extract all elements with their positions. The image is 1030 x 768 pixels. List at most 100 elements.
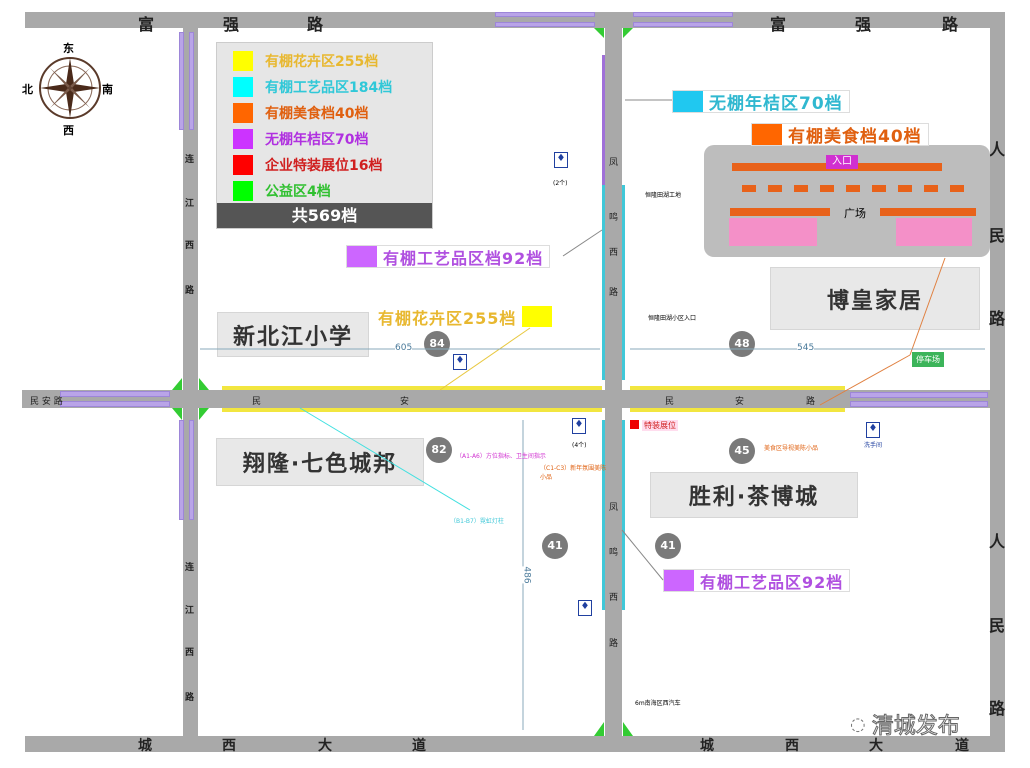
note-c: （C1-C3）新年氛围美陈小品 (540, 465, 607, 481)
parking-sign: 停车场 (912, 352, 944, 367)
legend-label: 公益区4档 (265, 184, 331, 200)
legend-item: 有棚花卉区255档 (233, 51, 378, 71)
compass-east: 东 (63, 42, 74, 55)
note-food-guide: 美食区导视美陈小品 (764, 445, 819, 452)
note-site: 恒隆田湖工地 (645, 192, 682, 199)
green-corner (594, 28, 604, 38)
road-label: 连 (185, 155, 195, 165)
road-label: 西 (222, 738, 236, 754)
pink-area (896, 218, 972, 246)
watermark: ◌ 清城发布 (850, 708, 960, 740)
building-xianglong: 翔隆·七色城邦 (216, 438, 424, 486)
road-label: 江 (185, 199, 195, 209)
stall-strip-west (60, 401, 170, 407)
road-label: 鸣 (609, 213, 619, 223)
toilet-label: 洗手间 (864, 442, 883, 449)
stall-strip (622, 185, 625, 380)
count-circle: 84 (424, 331, 450, 357)
road-label: 人 (989, 140, 1006, 159)
compass-south: 南 (102, 83, 113, 96)
road-label: 路 (942, 15, 959, 34)
road-label: 民 (989, 226, 1006, 245)
road-label: 富 (138, 15, 155, 34)
stall-strip-top (495, 22, 595, 27)
compass-rose-icon (39, 57, 101, 119)
tag-orange-zone: 无棚年桔区70档 (672, 90, 850, 114)
road-label: 凤 (609, 158, 619, 168)
green-corner (623, 722, 633, 736)
road-label: 城 (138, 738, 152, 754)
stall-strip (602, 420, 605, 610)
green-corner (172, 378, 182, 390)
tag-swatch (664, 570, 694, 591)
legend-swatch (233, 51, 253, 71)
green-corner (594, 722, 604, 736)
stall-strip (630, 386, 845, 390)
road-label: 江 (185, 606, 195, 616)
toilet-icon: ♦ (578, 600, 592, 616)
legend-label: 有棚花卉区255档 (265, 54, 379, 70)
count-circle: 45 (729, 438, 755, 464)
food-stalls-row (730, 208, 830, 216)
road-label: 凤 (609, 503, 619, 513)
wechat-icon: ◌ (850, 713, 866, 735)
tag-swatch (673, 91, 703, 112)
stall-strip-top (633, 12, 733, 17)
legend-label: 企业特装展位16档 (265, 158, 383, 174)
note-entrance: 恒隆田湖小区入口 (648, 315, 697, 322)
stall-strip (622, 420, 625, 610)
road-label: 路 (989, 699, 1006, 718)
legend-swatch (233, 103, 253, 123)
tag-craft-south: 有棚工艺品区92档 (663, 569, 851, 592)
road-label: 民 安 路 (30, 397, 63, 407)
legend-swatch (233, 129, 253, 149)
green-corner (199, 378, 209, 390)
road-label: 强 (223, 15, 240, 34)
road-label: 西 (185, 241, 195, 251)
stall-strip-left (179, 32, 184, 130)
note-b: （B1-B7）霓虹灯柱 (450, 518, 504, 525)
road-chengxi (25, 736, 1005, 752)
green-corner (623, 28, 633, 38)
road-label: 路 (185, 286, 195, 296)
road-label: 路 (185, 693, 195, 703)
road-minan (198, 390, 990, 408)
road-label: 民 (665, 397, 675, 407)
road-fengming (605, 12, 622, 736)
count-circle: 41 (655, 533, 681, 559)
building-shengli: 胜利·茶博城 (650, 472, 858, 518)
road-label: 西 (609, 593, 619, 603)
note-car: 6m南海区西汽车 (635, 700, 681, 707)
road-lianjiang (183, 28, 198, 736)
road-label: 西 (609, 248, 619, 258)
special-booth (630, 420, 639, 429)
legend-swatch (233, 155, 253, 175)
road-label: 西 (185, 648, 195, 658)
special-booth-label: 特装展位 (642, 420, 678, 431)
pink-area (729, 218, 817, 246)
stall-strip (222, 386, 602, 390)
tag-swatch (522, 306, 553, 327)
dim-south: 486 (521, 566, 532, 584)
tag-food: 有棚美食档40档 (751, 123, 929, 147)
food-stalls-row (742, 185, 972, 192)
count-circle: 41 (542, 533, 568, 559)
toilet-icon: ♦ (453, 354, 467, 370)
road-label: 民 (989, 616, 1006, 635)
legend-label: 有棚工艺品区184档 (265, 80, 393, 96)
legend-item: 无棚年桔区70档 (233, 129, 368, 149)
toilet-icon: ♦ (554, 152, 568, 168)
compass-west: 西 (63, 124, 74, 137)
stall-strip (222, 408, 602, 412)
road-label: 道 (955, 738, 969, 754)
compass-north: 北 (22, 83, 33, 96)
compass: 东 西 北 南 (22, 40, 113, 137)
road-label: 路 (989, 309, 1006, 328)
plaza: 入口 广场 (704, 145, 990, 257)
road-label: 西 (785, 738, 799, 754)
watermark-text: 清城发布 (871, 714, 960, 740)
legend-swatch (233, 77, 253, 97)
legend-swatch (233, 181, 253, 201)
road-label: 路 (307, 15, 324, 34)
